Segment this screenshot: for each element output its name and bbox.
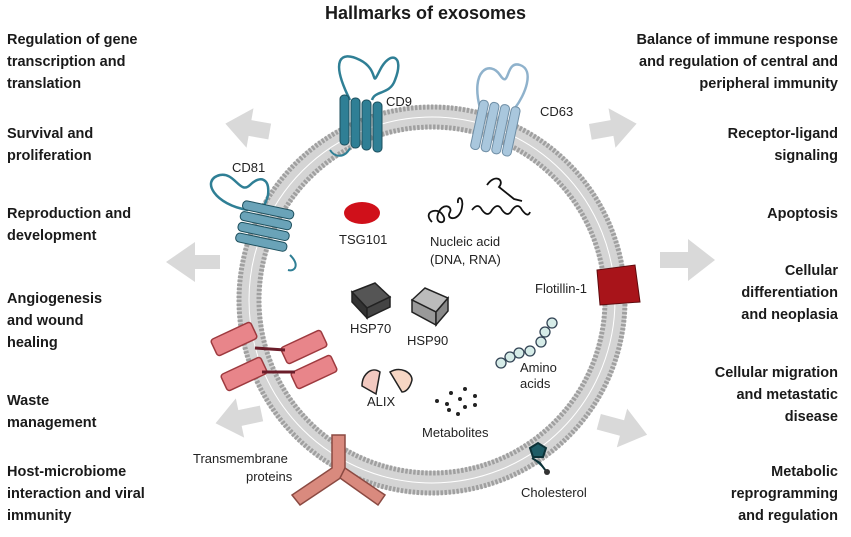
label-line: immunity xyxy=(7,508,72,524)
flotillin-label: Flotillin-1 xyxy=(535,281,587,296)
alix-protein xyxy=(361,368,413,396)
label-line: and regulation xyxy=(738,508,838,524)
label-line: and metastatic xyxy=(736,387,838,403)
arrow-icon xyxy=(596,408,648,448)
hsp70-label: HSP70 xyxy=(350,321,391,336)
amino-acids-label-2: acids xyxy=(520,376,551,391)
label-line: differentiation xyxy=(741,285,838,301)
label-line: Waste xyxy=(7,393,50,409)
label-line: Regulation of gene xyxy=(7,32,138,48)
nucleic-acid-strands xyxy=(427,177,531,224)
label-line: proliferation xyxy=(7,148,92,164)
label-line: Angiogenesis xyxy=(7,291,103,307)
label-line: Host-microbiome xyxy=(7,464,127,480)
hsp70-protein xyxy=(350,282,392,320)
transmembrane-dimer-proteins xyxy=(210,321,338,392)
amino-acid-chain xyxy=(495,317,558,369)
metabolites-dots xyxy=(435,387,477,416)
function-migration: Cellular migration and metastatic disease xyxy=(715,362,838,428)
label-line: and wound xyxy=(7,313,84,329)
outward-arrows xyxy=(166,108,715,448)
label-line: development xyxy=(7,228,97,244)
label-line: Cellular migration xyxy=(714,365,838,381)
arrow-icon xyxy=(225,108,272,148)
function-angiogenesis: Angiogenesis and wound healing xyxy=(7,288,102,354)
label-line: Balance of immune response xyxy=(636,32,838,48)
transmembrane-label-2: proteins xyxy=(246,469,293,484)
tsg101-label: TSG101 xyxy=(339,232,387,247)
function-waste: Waste management xyxy=(7,390,96,434)
function-receptor-ligand: Receptor-ligand signaling xyxy=(728,123,838,167)
amino-acids-label-1: Amino xyxy=(520,360,557,375)
label-line: Reproduction and xyxy=(7,206,132,222)
function-metabolic: Metabolic reprogramming and regulation xyxy=(731,461,838,527)
cholesterol-label: Cholesterol xyxy=(521,485,587,500)
hsp90-label: HSP90 xyxy=(407,333,448,348)
arrow-icon xyxy=(588,108,637,148)
label-line: transcription and xyxy=(7,54,126,70)
arrow-icon xyxy=(215,398,264,438)
function-survival: Survival and proliferation xyxy=(7,123,93,167)
flotillin-1-protein: Flotillin-1 xyxy=(535,264,641,306)
label-line: Cellular xyxy=(784,263,838,279)
label-line: Metabolic xyxy=(771,464,838,480)
label-line: and regulation of central and xyxy=(639,54,838,70)
label-line: peripheral immunity xyxy=(699,76,838,92)
diagram-title: Hallmarks of exosomes xyxy=(324,3,527,23)
label-line: signaling xyxy=(774,148,838,164)
metabolites-label: Metabolites xyxy=(422,425,489,440)
label-line: management xyxy=(7,415,97,431)
alix-label: ALIX xyxy=(367,394,396,409)
label-line: disease xyxy=(784,409,838,425)
cd63-label: CD63 xyxy=(540,104,573,119)
function-differentiation: Cellular differentiation and neoplasia xyxy=(741,260,838,326)
hsp90-protein xyxy=(410,287,450,328)
label-line: and neoplasia xyxy=(741,307,838,323)
function-gene-regulation: Regulation of gene transcription and trans… xyxy=(7,29,138,95)
label-line: Apoptosis xyxy=(767,206,838,222)
cd9-label: CD9 xyxy=(386,94,412,109)
cd63-tetraspanin: CD63 xyxy=(470,63,573,157)
function-apoptosis: Apoptosis xyxy=(767,203,838,225)
function-host-microbiome: Host-microbiome interaction and viral immu… xyxy=(7,461,145,527)
cd81-label: CD81 xyxy=(232,160,265,175)
transmembrane-protein-y xyxy=(290,434,387,507)
label-line: Survival and xyxy=(7,126,94,142)
transmembrane-label-1: Transmembrane xyxy=(193,451,288,466)
label-line: Receptor-ligand xyxy=(727,126,838,142)
label-line: healing xyxy=(7,335,58,351)
function-reproduction: Reproduction and development xyxy=(7,203,131,247)
label-line: translation xyxy=(7,76,82,92)
arrow-icon xyxy=(660,239,715,281)
label-line: reprogramming xyxy=(730,486,838,502)
tsg101-protein xyxy=(344,202,380,224)
label-line: interaction and viral xyxy=(7,486,145,502)
cd9-tetraspanin: CD9 xyxy=(329,55,412,157)
nucleic-acid-label-2: (DNA, RNA) xyxy=(430,252,501,267)
function-immune-balance: Balance of immune response and regulation… xyxy=(637,29,838,95)
nucleic-acid-label-1: Nucleic acid xyxy=(430,234,500,249)
cholesterol-molecule: Cholesterol xyxy=(521,441,587,500)
cd81-tetraspanin: CD81 xyxy=(209,160,297,272)
arrow-icon xyxy=(166,242,220,282)
